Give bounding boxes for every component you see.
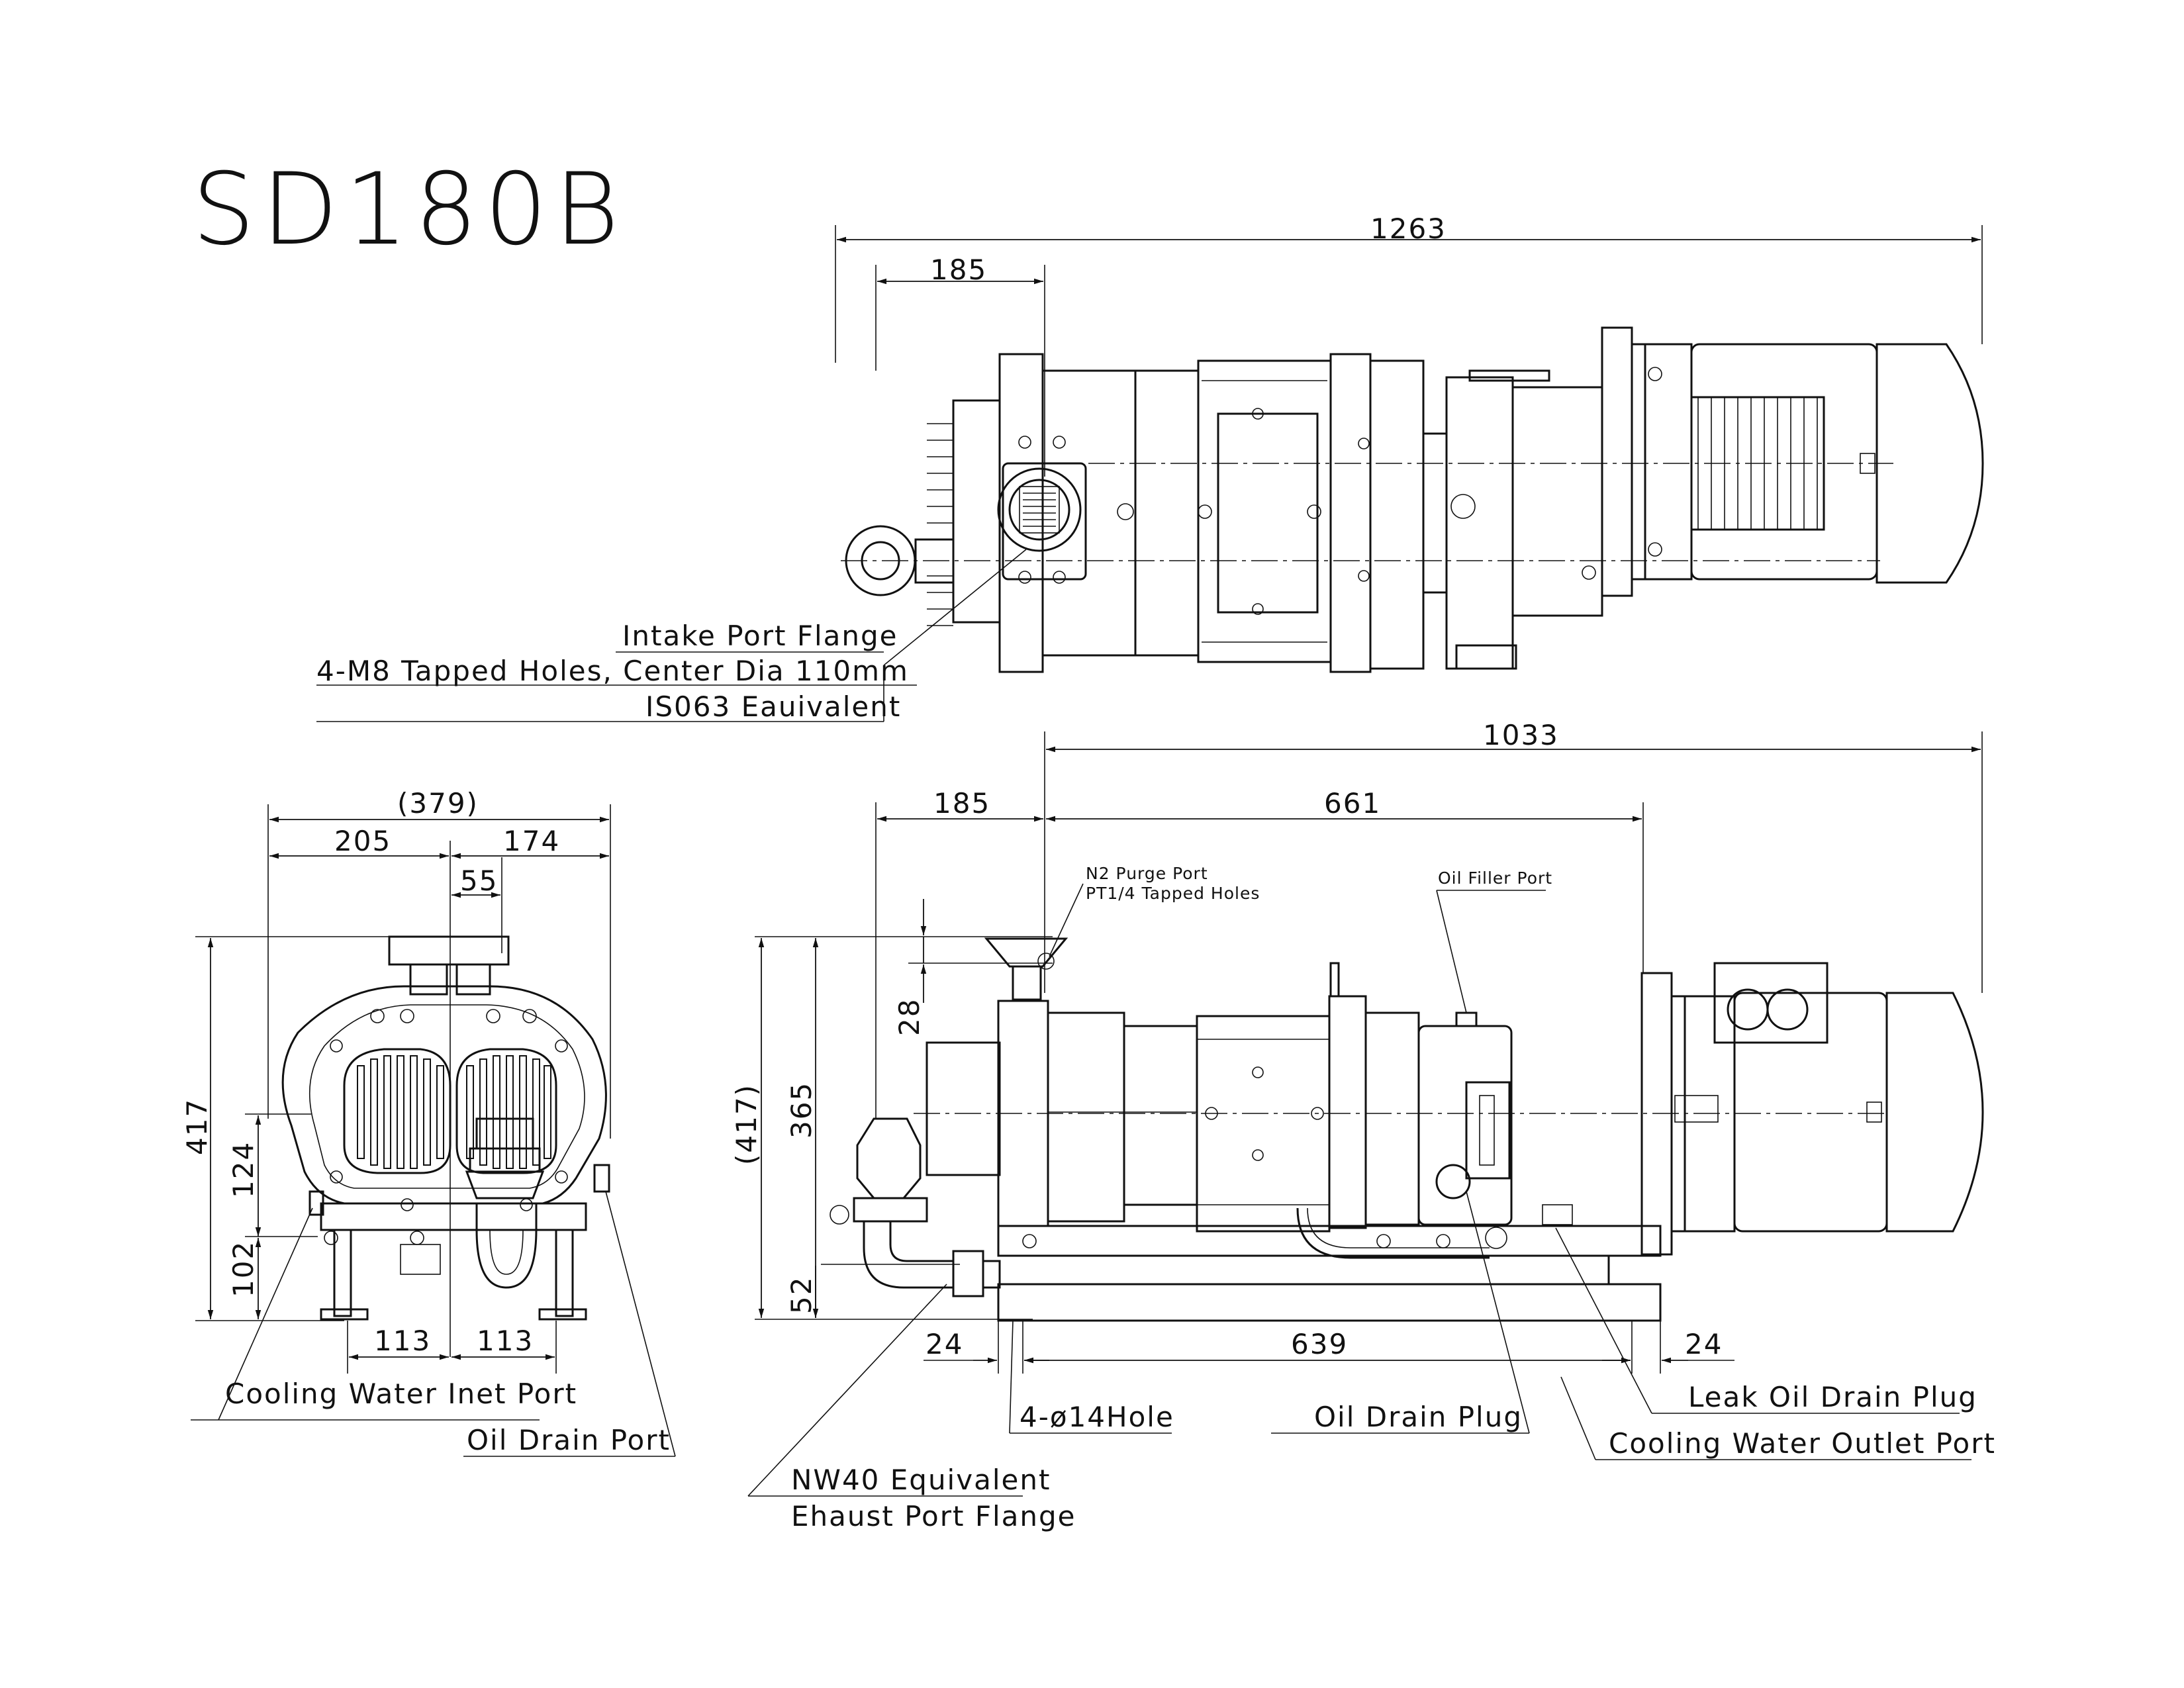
dim-side-base-height: 52 [785,1276,818,1314]
dim-side-hole-span: 639 [1291,1328,1348,1360]
dim-side-height-total: (417) [730,1084,763,1165]
dim-end-cooling-inlet-height: 124 [227,1141,260,1198]
label-pt-holes: PT1/4 Tapped Holes [1086,884,1260,903]
dim-top-intake-offset: 185 [930,254,987,286]
callout-cooling-inlet: Cooling Water Inet Port [225,1378,577,1410]
callout-intake-flange: Intake Port Flange [622,620,898,652]
dim-end-right: 174 [503,825,560,857]
side-view: 1033 185 661 (417) 365 28 52 N2 Purge Po… [730,719,1996,1532]
top-view: 1263 185 [316,212,1984,723]
label-oil-filler: Oil Filler Port [1438,868,1552,888]
dim-side-hole-right: 24 [1685,1328,1723,1360]
callout-exhaust-line1: NW40 Equivalent [791,1464,1051,1496]
dim-end-left: 205 [334,825,391,857]
drawing-title: SD180B [192,152,626,267]
callout-oil-drain-port: Oil Drain Port [467,1424,671,1456]
callout-leak-oil: Leak Oil Drain Plug [1688,1381,1977,1413]
label-n2-purge: N2 Purge Port [1086,864,1208,883]
callout-tapped-holes: 4-M8 Tapped Holes, Center Dia 110mm [316,655,909,687]
dim-side-overall: 1033 [1483,719,1559,751]
dim-end-port: 55 [460,865,498,897]
dim-side-intake-offset: 185 [933,787,990,820]
end-view: (379) 205 174 55 417 124 102 [181,787,676,1457]
callout-holes: 4-ø14Hole [1020,1401,1174,1433]
dim-top-overall: 1263 [1370,212,1447,245]
dim-end-foot-left: 113 [374,1325,431,1357]
dim-end-foot-right: 113 [477,1325,534,1357]
dim-end-drain-height: 102 [227,1241,260,1297]
dim-side-hole-left: 24 [926,1328,963,1360]
dim-side-body: 661 [1324,787,1381,820]
dim-side-height-365: 365 [785,1082,818,1139]
dim-side-purge-height: 28 [893,998,926,1036]
callout-exhaust-line2: Ehaust Port Flange [791,1500,1076,1532]
dim-end-width-total: (379) [397,787,479,820]
dim-end-height: 417 [181,1098,213,1155]
callout-oil-drain-plug: Oil Drain Plug [1314,1401,1523,1433]
callout-cooling-outlet: Cooling Water Outlet Port [1609,1427,1996,1460]
callout-iso63: IS063 Eauivalent [645,690,901,723]
